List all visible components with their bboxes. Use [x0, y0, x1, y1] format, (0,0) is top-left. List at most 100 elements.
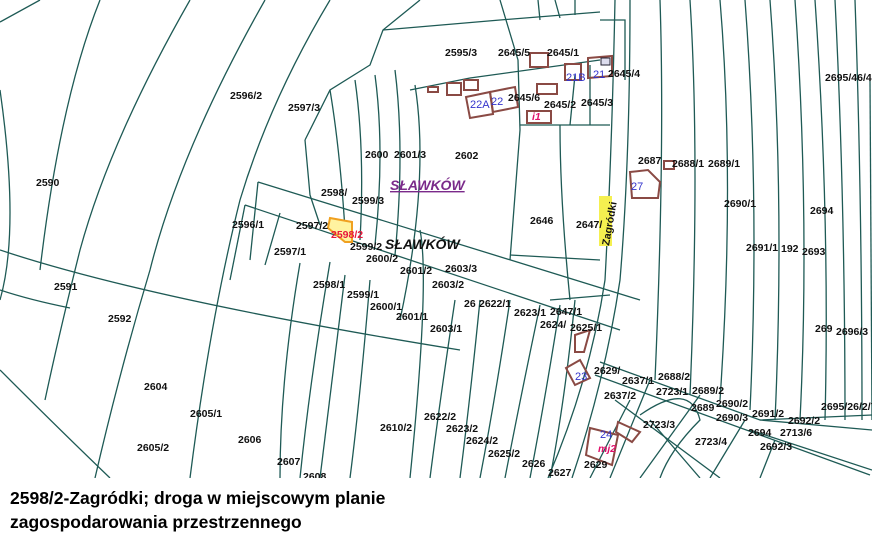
parcel-label: 2626 [522, 458, 546, 470]
parcel-label: 2637/2 [604, 390, 636, 402]
parcel-label: 2689 [691, 402, 715, 414]
parcel-label: 2629 [584, 459, 608, 471]
parcel-label: 2624/ [540, 319, 566, 331]
parcel-label: 192 [781, 243, 799, 255]
parcel-label: 2596/1 [232, 219, 264, 231]
parcel-label: 2622/2 [424, 411, 456, 423]
parcel-label: 2598/ [321, 187, 347, 199]
parcel-label: 2692/2 [788, 415, 820, 427]
parcel-label: 2608 [303, 471, 327, 478]
parcel-label: 2622/1 [479, 298, 511, 310]
parcel-label: 2723/1 [656, 386, 688, 398]
buildings [427, 52, 675, 467]
caption-line-1: 2598/2-Zagródki; droga w miejscowym plan… [10, 488, 386, 508]
parcel-label: 2695/26/2/7 [821, 401, 872, 413]
parcel-label: 2600/2 [366, 253, 398, 265]
parcel-label: 2691/2 [752, 408, 784, 420]
parcel-label: 2599/3 [352, 195, 384, 207]
parcel-label: 2645/5 [498, 47, 530, 59]
parcel-label: 2693 [802, 246, 826, 258]
parcel-label: 2695/46/4 [825, 72, 872, 84]
parcel-label: 2688/2 [658, 371, 690, 383]
map-labels: 2595/3 2645/5 2645/1 2645/4 2596/2 2597/3 2695… [36, 47, 872, 478]
parcel-label: 2691/1 [746, 242, 778, 254]
house-number: 24 [600, 429, 612, 441]
parcel-label: 2687 [638, 155, 662, 167]
parcel-label: 2723/4 [695, 436, 727, 448]
parcel-label: 2645/3 [581, 97, 613, 109]
locality-label: SŁAWKÓW [385, 235, 461, 252]
house-number: 23 [575, 371, 587, 383]
parcel-label: 2623/2 [446, 423, 478, 435]
parcel-label: 2605/1 [190, 408, 222, 420]
parcel-label: 2604 [144, 381, 168, 393]
highlighted-parcel-2598-2[interactable] [326, 216, 353, 243]
house-number: 22A [470, 99, 490, 111]
parcel-label: 2597/1 [274, 246, 306, 258]
parcel-label: 2602 [455, 150, 479, 162]
parcel-label: 2690/3 [716, 412, 748, 424]
parcel-label: 2694 [810, 205, 834, 217]
house-number: 27 [631, 181, 643, 193]
parcel-label: 2601/3 [394, 149, 426, 161]
parcel-label: 2603/1 [430, 323, 462, 335]
parcel-boundaries [0, 0, 872, 478]
parcel-label: 2637/1 [622, 375, 654, 387]
parcel-label: 2690/1 [724, 198, 756, 210]
parcel-label: 2627 [548, 467, 572, 478]
parcel-label: 2610/2 [380, 422, 412, 434]
parcel-label: 2647/ [576, 219, 602, 231]
parcel-label: 2723/3 [643, 419, 675, 431]
parcel-label: 2595/3 [445, 47, 477, 59]
house-number: 22 [491, 96, 503, 108]
parcel-label: 2689/2 [692, 385, 724, 397]
house-number: 21 [593, 69, 605, 81]
parcel-label: 2596/2 [230, 90, 262, 102]
parcel-label: 2647/1 [550, 306, 582, 318]
parcel-label: 2597/2 [296, 220, 328, 232]
parcel-label: 2603/3 [445, 263, 477, 275]
parcel-label: 2601/2 [400, 265, 432, 277]
parcel-label: 2689/1 [708, 158, 740, 170]
parcel-label: 2598/1 [313, 279, 345, 291]
parcel-label: 2690/2 [716, 398, 748, 410]
locality-label: SŁAWKÓW [390, 176, 466, 193]
caption-line-2: zagospodarowania przestrzennego [10, 512, 302, 532]
parcel-label: 2645/4 [608, 68, 640, 80]
parcel-label: 2624/2 [466, 435, 498, 447]
house-number: 21B [566, 72, 586, 84]
parcel-label: 2607 [277, 456, 301, 468]
parcel-label: 2590 [36, 177, 60, 189]
parcel-label: 2605/2 [137, 442, 169, 454]
parcel-label: 2601/1 [396, 311, 428, 323]
parcel-label: 2713/6 [780, 427, 812, 439]
parcel-label: 2645/2 [544, 99, 576, 111]
parcel-label: 26 [464, 298, 476, 310]
parcel-label: 2629/ [594, 365, 620, 377]
building-code: i1 [532, 111, 541, 123]
parcel-label: 2592 [108, 313, 132, 325]
parcel-label: 2600/1 [370, 301, 402, 313]
parcel-label: 2625/1 [570, 322, 602, 334]
caption: 2598/2-Zagródki; droga w miejscowym plan… [10, 486, 385, 534]
parcel-label: 2600 [365, 149, 389, 161]
parcel-label: 2646 [530, 215, 554, 227]
parcel-label: 2625/2 [488, 448, 520, 460]
parcel-label: 2645/6 [508, 92, 540, 104]
highlighted-parcel-label: 2598/2 [331, 229, 363, 241]
parcel-label: 269 [815, 323, 833, 335]
parcel-label: 2591 [54, 281, 78, 293]
parcel-label: 2606 [238, 434, 262, 446]
parcel-label: 2645/1 [547, 47, 579, 59]
parcel-label: 2688/1 [672, 158, 704, 170]
mailbox-icon [600, 57, 611, 66]
parcel-label: 2603/2 [432, 279, 464, 291]
parcel-label: 2599/1 [347, 289, 379, 301]
parcel-label: 2694 [748, 427, 772, 439]
parcel-label: 2696/3 [836, 326, 868, 338]
parcel-label: 2599/2 [350, 241, 382, 253]
parcel-label: 2692/3 [760, 441, 792, 453]
parcel-label: 2597/3 [288, 102, 320, 114]
parcel-label: 2623/1 [514, 307, 546, 319]
